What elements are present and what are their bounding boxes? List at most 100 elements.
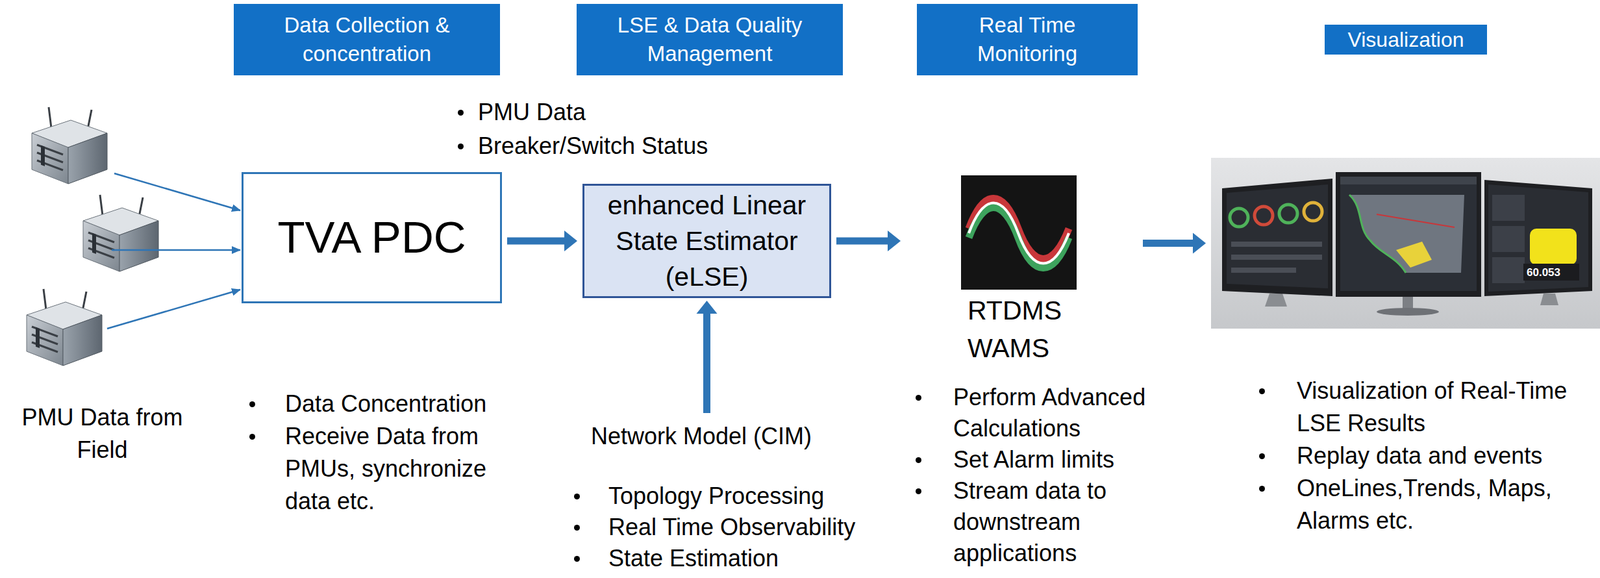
bullet-item: Real Time Observability — [574, 511, 912, 543]
bullet-dot — [915, 457, 922, 463]
node-text: Visualization — [1347, 26, 1464, 53]
bullet-item: OneLines,Trends, Maps, Alarms etc. — [1259, 472, 1588, 538]
bullet-list: Topology ProcessingReal Time Observabili… — [574, 480, 912, 575]
header-band: Visualization — [1324, 24, 1488, 55]
monitor-stand — [1264, 293, 1288, 307]
arrow-shaft — [507, 237, 566, 245]
label-text: PMU Data from Field — [6, 401, 199, 467]
bullet-text: Replay data and events — [1296, 439, 1576, 473]
bullet-dot — [1259, 485, 1265, 492]
bullet-item: PMU Data — [457, 95, 822, 130]
map-region — [1396, 241, 1432, 268]
bullet-item: Receive Data from PMUs, synchronize data… — [249, 420, 523, 518]
sine-wave — [968, 203, 1069, 264]
gauge — [1279, 204, 1298, 223]
bullet-item: Perform Advanced Calculations — [915, 381, 1176, 445]
icon-ground — [961, 175, 1077, 290]
arrow-shaft — [836, 237, 889, 245]
monitor-illustration — [1211, 157, 1600, 329]
node-text: 60.053 — [1526, 265, 1600, 280]
bullet-list: Data ConcentrationReceive Data from PMUs… — [249, 387, 523, 518]
monitor-stand — [1540, 293, 1559, 306]
field-label: PMU Data from Field — [6, 401, 199, 467]
bullet-text: OneLines,Trends, Maps, Alarms etc. — [1296, 472, 1576, 538]
bullet-item: Stream data to downstream applications — [915, 475, 1176, 569]
pmu-device — [31, 107, 108, 184]
bullet-item: Visualization of Real-Time LSE Results — [1259, 374, 1588, 440]
bullet-item: State Estimation — [574, 542, 912, 575]
monitor-screen — [1340, 176, 1477, 291]
bullet-item: Breaker/Switch Status — [457, 129, 822, 163]
monitor-screen — [1226, 184, 1328, 289]
feed-arrow — [111, 249, 241, 252]
frequency-display — [1529, 228, 1577, 265]
flow-arrow — [696, 300, 718, 413]
bullet-text: State Estimation — [608, 542, 779, 575]
node-text: Real Time Monitoring — [955, 11, 1099, 69]
arrow-shaft — [1142, 239, 1195, 247]
panel-bar — [1231, 267, 1297, 273]
bullet-text: Stream data to downstream applications — [953, 475, 1171, 569]
bullet-item: Set Alarm limits — [915, 444, 1176, 476]
arrow-head — [696, 300, 718, 314]
monitor-base — [1376, 307, 1439, 316]
bullet-text: Perform Advanced Calculations — [953, 381, 1171, 445]
label-line: PMU Data from Field — [6, 401, 199, 467]
application-block: RTDMS WAMS — [905, 172, 1138, 367]
monitor-bezel — [1484, 179, 1593, 297]
arrow-head — [1192, 233, 1206, 254]
bullet-dot — [574, 493, 580, 500]
toolbar — [1340, 176, 1477, 185]
panel — [1492, 225, 1525, 252]
node-text: Network Model (CIM) — [590, 420, 812, 452]
gauges — [1229, 202, 1323, 227]
gauge — [1229, 208, 1249, 227]
pmu-device — [83, 194, 159, 272]
bullet-text: Breaker/Switch Status — [477, 129, 708, 163]
node-text: LSE & Data Quality Management — [589, 11, 830, 69]
node-text: Data Collection & concentration — [246, 11, 488, 69]
bullet-dot — [574, 524, 580, 531]
map-land — [1349, 194, 1465, 273]
arrow-head — [887, 230, 901, 252]
bullet-dot — [915, 394, 922, 401]
bullet-dot — [249, 433, 256, 440]
node-text: RTDMS WAMS — [967, 291, 1085, 367]
bullet-list: Visualization of Real-Time LSE ResultsRe… — [1259, 374, 1588, 538]
bullet-dot — [249, 401, 256, 408]
flow-arrow — [836, 230, 901, 252]
bullet-text: Set Alarm limits — [953, 444, 1171, 476]
process-box: TVA PDC — [241, 172, 502, 304]
bullet-text: Visualization of Real-Time LSE Results — [1296, 374, 1576, 440]
bullet-dot — [1259, 453, 1265, 460]
panel — [1492, 257, 1525, 284]
bullet-text: Topology Processing — [608, 480, 825, 512]
monitor-bezel — [1222, 178, 1333, 297]
bullet-item: Data Concentration — [249, 387, 523, 421]
arrow-shaft — [703, 312, 711, 413]
panel-bar — [1231, 254, 1323, 260]
bullet-dot — [457, 109, 464, 116]
bullet-dot — [915, 488, 922, 495]
feed-arrow — [107, 289, 241, 329]
map-coast — [1349, 194, 1406, 273]
header-band: Data Collection & concentration — [233, 3, 500, 76]
bullet-text: Real Time Observability — [608, 511, 856, 543]
panel — [1492, 194, 1525, 221]
pmu-device-icons — [26, 107, 159, 366]
gauge — [1303, 202, 1323, 221]
header-band: Real Time Monitoring — [916, 3, 1138, 76]
bullet-text: Receive Data from PMUs, synchronize data… — [285, 420, 513, 518]
bullet-item: Topology Processing — [574, 480, 912, 512]
pmu-feed-arrows — [107, 173, 241, 329]
node-text: enhanced Linear State Estimator (eLSE) — [597, 187, 817, 295]
image-ground — [1211, 157, 1600, 329]
display-screen: 60.053 — [1211, 157, 1600, 329]
map-line — [1376, 214, 1455, 228]
process-box: enhanced Linear State Estimator (eLSE) — [582, 183, 832, 299]
header-band: LSE & Data Quality Management — [576, 3, 843, 76]
bullet-text: Data Concentration — [285, 387, 513, 421]
arrow-head — [564, 230, 578, 252]
panel-bar — [1231, 241, 1323, 247]
